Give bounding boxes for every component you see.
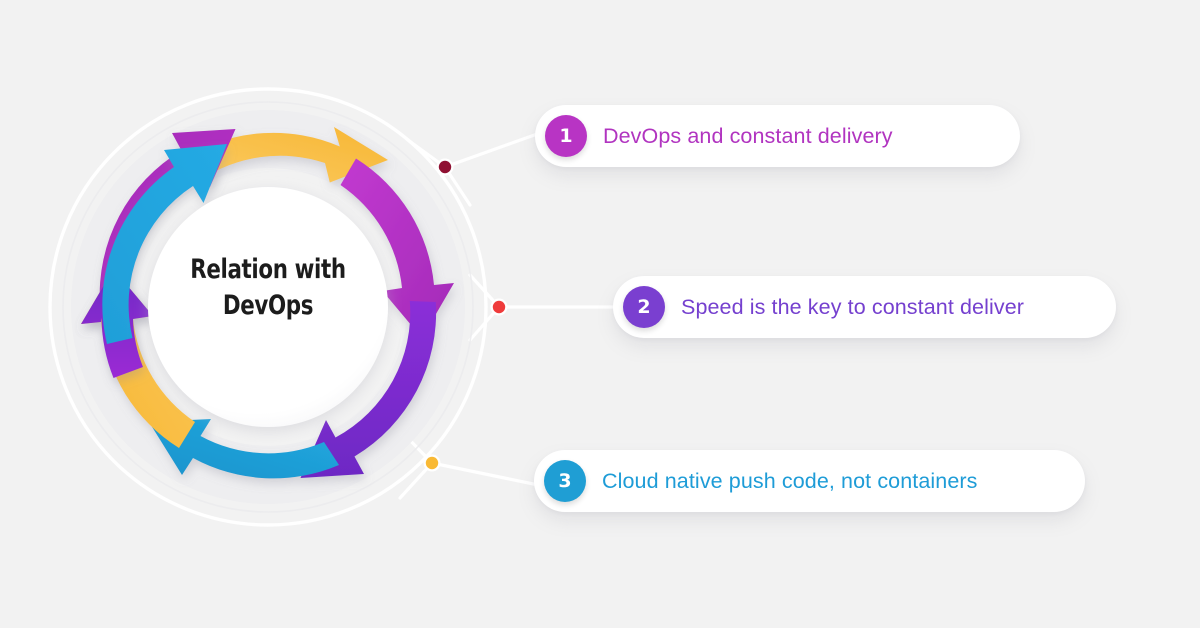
outer-guide-ring-2 bbox=[62, 101, 474, 513]
callout-number-2: 2 bbox=[637, 296, 651, 318]
dot-2 bbox=[492, 300, 506, 314]
callout-number-badge-2: 2 bbox=[623, 286, 665, 328]
magenta-arrow-top-right bbox=[340, 158, 454, 338]
callout-text-3: Cloud native push code, not containers bbox=[602, 468, 978, 493]
callout-text-2: Speed is the key to constant deliver bbox=[681, 294, 1025, 319]
cycle-diagram: Relation with DevOps bbox=[43, 82, 493, 532]
blue-arrow-bottom-right bbox=[149, 419, 339, 479]
center-title-line-2: DevOps bbox=[222, 289, 314, 321]
center-title-line-1: Relation with bbox=[190, 254, 346, 285]
dot-1 bbox=[438, 160, 452, 174]
callout-item-2[interactable]: 2 Speed is the key to constant deliver bbox=[613, 276, 1116, 338]
callout-number-badge-3: 3 bbox=[544, 460, 586, 502]
cycle-arrow-ring bbox=[48, 87, 488, 527]
callout-text-1: DevOps and constant delivery bbox=[603, 123, 893, 148]
connector-line-1 bbox=[443, 131, 542, 169]
yellow-arrow-top bbox=[189, 127, 388, 183]
dot-3 bbox=[425, 456, 439, 470]
callout-number-1: 1 bbox=[559, 125, 573, 147]
callout-item-1[interactable]: 1 DevOps and constant delivery bbox=[535, 105, 1020, 167]
outer-guide-ring bbox=[48, 87, 488, 527]
blue-arrow-top-left bbox=[102, 144, 227, 344]
callout-number-badge-1: 1 bbox=[545, 115, 587, 157]
callout-number-3: 3 bbox=[558, 470, 572, 492]
center-title: Relation with DevOps bbox=[136, 252, 400, 323]
callout-item-3[interactable]: 3 Cloud native push code, not containers bbox=[534, 450, 1085, 512]
connector-line-3 bbox=[430, 461, 550, 489]
connector-dots-group bbox=[423, 158, 508, 472]
inner-disc bbox=[148, 187, 388, 427]
